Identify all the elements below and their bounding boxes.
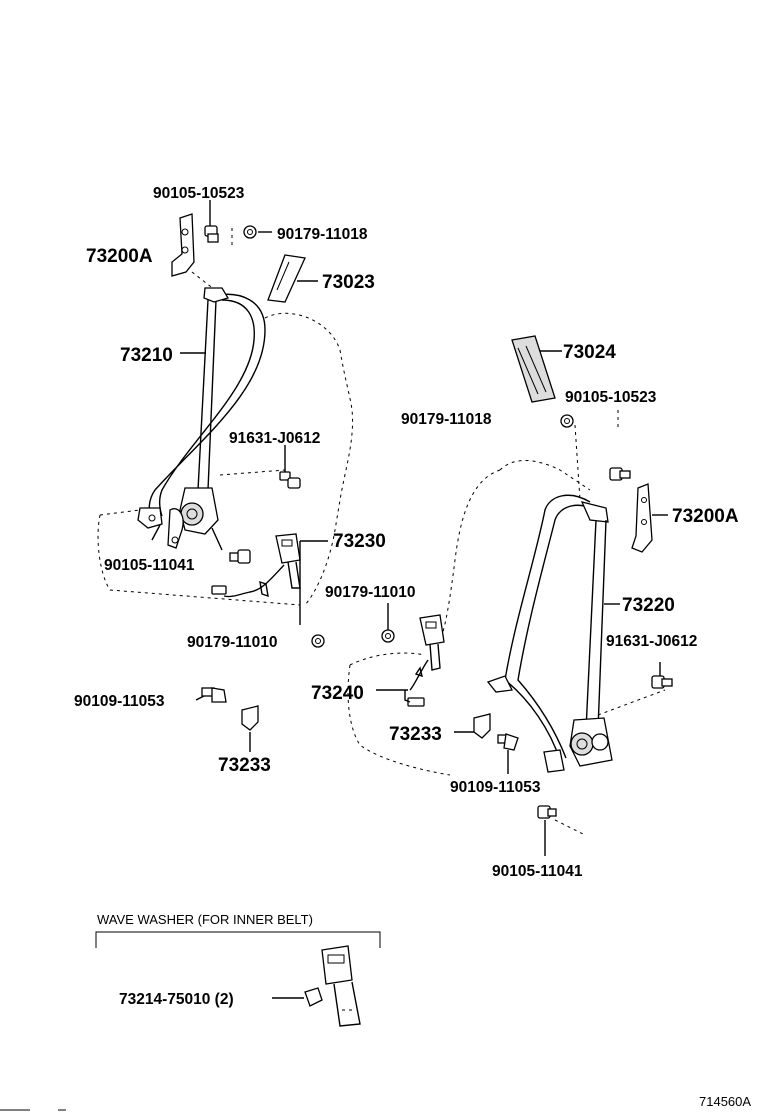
right-low-nut bbox=[381, 603, 395, 643]
left-seat-outline bbox=[97, 312, 354, 606]
left-screw bbox=[195, 687, 227, 703]
label-left-top-nut: 90179-11018 bbox=[277, 226, 368, 243]
right-low-bolt bbox=[537, 805, 557, 856]
left-cover-plate bbox=[267, 254, 318, 303]
label-right-clip: 73233 bbox=[389, 724, 442, 745]
right-mid-bolt bbox=[651, 662, 673, 689]
label-left-cover: 73023 bbox=[322, 272, 375, 293]
label-right-screw: 90109-11053 bbox=[450, 779, 541, 796]
right-retractor bbox=[569, 717, 613, 767]
left-belt-webbing bbox=[148, 287, 266, 519]
label-right-belt: 73220 bbox=[622, 595, 675, 616]
label-right-low-nut: 90179-11010 bbox=[325, 584, 416, 601]
left-low-nut bbox=[311, 634, 325, 648]
right-cover-plate bbox=[511, 335, 562, 403]
label-right-top-nut: 90179-11018 bbox=[401, 411, 492, 428]
right-clip bbox=[454, 713, 491, 739]
left-top-bolt bbox=[204, 200, 219, 243]
left-belt-end bbox=[137, 507, 163, 529]
label-right-mid-bolt: 91631-J0612 bbox=[606, 633, 697, 650]
label-washer-part: 73214-75010 (2) bbox=[119, 991, 234, 1008]
label-left-anchor: 73200A bbox=[86, 246, 153, 267]
figure-code: 714560A bbox=[699, 1094, 751, 1109]
left-top-nut bbox=[243, 225, 272, 239]
label-left-top-bolt: 90105-10523 bbox=[153, 185, 245, 202]
label-washer-title: WAVE WASHER (FOR INNER BELT) bbox=[97, 912, 313, 927]
label-right-top-bolt: 90105-10523 bbox=[565, 389, 657, 406]
label-right-buckle: 73240 bbox=[311, 683, 364, 704]
left-retractor bbox=[167, 487, 219, 549]
right-screw bbox=[497, 733, 519, 774]
left-leader-lines bbox=[151, 524, 223, 551]
label-left-buckle: 73230 bbox=[333, 531, 386, 552]
left-low-bolt bbox=[229, 549, 251, 564]
label-right-anchor: 73200A bbox=[672, 506, 739, 527]
left-mid-bolt bbox=[279, 445, 301, 489]
wave-washer-box bbox=[95, 931, 381, 1027]
label-left-clip: 73233 bbox=[218, 755, 271, 776]
label-right-cover: 73024 bbox=[563, 342, 616, 363]
label-left-low-nut: 90179-11010 bbox=[187, 634, 278, 651]
right-seat-outline bbox=[347, 410, 666, 836]
right-anchor-plate bbox=[631, 483, 668, 553]
right-top-nut bbox=[560, 414, 574, 428]
right-top-bolt bbox=[609, 467, 631, 481]
left-clip bbox=[241, 705, 259, 752]
label-left-mid-bolt: 91631-J0612 bbox=[229, 430, 320, 447]
right-buckle bbox=[376, 614, 445, 707]
label-left-low-bolt: 90105-11041 bbox=[104, 557, 195, 574]
left-buckle bbox=[211, 533, 328, 625]
label-left-screw: 90109-11053 bbox=[74, 693, 165, 710]
label-left-belt: 73210 bbox=[120, 345, 173, 366]
right-belt-webbing bbox=[486, 494, 620, 773]
label-right-low-bolt: 90105-11041 bbox=[492, 863, 583, 880]
left-anchor-plate bbox=[171, 213, 195, 277]
